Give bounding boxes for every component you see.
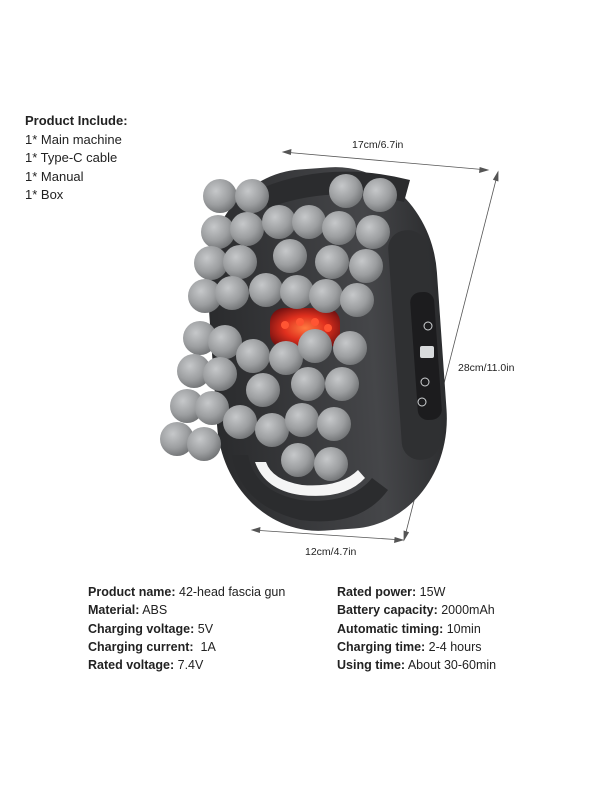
massage-ball <box>314 447 348 481</box>
massage-ball <box>203 179 237 213</box>
massage-ball <box>255 413 289 447</box>
massage-ball <box>322 211 356 245</box>
digital-display <box>420 346 434 358</box>
spec-row: Charging current: 1A <box>88 638 285 656</box>
massage-ball <box>273 239 307 273</box>
massage-ball <box>285 403 319 437</box>
spec-row: Product name: 42-head fascia gun <box>88 583 285 601</box>
massage-ball <box>187 427 221 461</box>
massage-ball <box>333 331 367 365</box>
massage-ball <box>356 215 390 249</box>
massage-ball <box>223 245 257 279</box>
spec-value: ABS <box>139 603 168 618</box>
massage-ball <box>349 249 383 283</box>
spec-value: 10min <box>443 621 481 636</box>
specs-right: Rated power: 15W Battery capacity: 2000m… <box>337 583 496 674</box>
spec-row: Charging voltage: 5V <box>88 620 285 638</box>
spec-value: 1A <box>193 639 216 654</box>
power-button-icon[interactable] <box>423 321 433 331</box>
spec-row: Rated voltage: 7.4V <box>88 656 285 674</box>
spec-value: 42-head fascia gun <box>175 585 286 599</box>
product-include-title: Product Include: <box>25 113 128 128</box>
spec-value: 15W <box>416 585 446 599</box>
massage-ball <box>309 279 343 313</box>
massage-ball <box>160 422 194 456</box>
spec-label: Charging current: <box>88 639 194 654</box>
massage-ball <box>223 405 257 439</box>
massage-ball <box>280 275 314 309</box>
massage-ball <box>236 339 270 373</box>
spec-value: 7.4V <box>174 658 204 673</box>
dimension-line-bottom <box>250 526 405 544</box>
massage-ball <box>195 391 229 425</box>
massage-ball <box>298 329 332 363</box>
massage-ball <box>292 205 326 239</box>
massage-ball <box>188 279 222 313</box>
product-include-list: Product Include: 1* Main machine 1* Type… <box>25 112 128 205</box>
include-item: 1* Box <box>25 187 64 202</box>
massage-ball <box>215 276 249 310</box>
massage-ball <box>194 246 228 280</box>
massage-ball <box>317 407 351 441</box>
massage-ball <box>246 373 280 407</box>
spec-label: Rated voltage: <box>88 658 175 673</box>
timer-button-icon[interactable] <box>417 397 427 407</box>
spec-value: 2-4 hours <box>425 639 482 654</box>
spec-label: Rated power: <box>337 585 417 599</box>
spec-label: Material: <box>88 603 140 618</box>
spec-value: 2000mAh <box>437 603 495 618</box>
massage-ball <box>315 245 349 279</box>
massage-ball <box>325 367 359 401</box>
massage-ball <box>203 357 237 391</box>
mode-button-icon[interactable] <box>420 377 430 387</box>
dimension-line-top <box>281 148 490 174</box>
spec-value: 5V <box>194 621 214 636</box>
massage-ball <box>235 179 269 213</box>
massage-heads <box>160 174 397 481</box>
include-item: 1* Type-C cable <box>25 150 118 165</box>
massage-ball <box>291 367 325 401</box>
height-label: 28cm/11.0in <box>458 362 515 374</box>
massage-ball <box>262 205 296 239</box>
spec-label: Product name: <box>88 585 176 599</box>
spec-row: Material: ABS <box>88 601 285 619</box>
spec-value: About 30-60min <box>405 658 497 673</box>
include-item: 1* Main machine <box>25 131 122 147</box>
spec-label: Charging voltage: <box>88 621 195 636</box>
spec-row: Rated power: 15W <box>337 583 496 601</box>
massage-ball <box>363 178 397 212</box>
width-top-label: 17cm/6.7in <box>352 139 404 151</box>
massage-ball <box>269 341 303 375</box>
massage-ball <box>249 273 283 307</box>
massage-ball <box>281 443 315 477</box>
spec-label: Battery capacity: <box>337 603 438 618</box>
spec-row: Battery capacity: 2000mAh <box>337 601 496 619</box>
bottom-handle <box>232 455 388 522</box>
spec-row: Charging time: 2-4 hours <box>337 638 496 656</box>
massage-ball <box>183 321 217 355</box>
massage-ball <box>201 215 235 249</box>
massage-ball <box>208 325 242 359</box>
massage-ball <box>230 212 264 246</box>
spec-row: Using time: About 30-60min <box>337 656 496 674</box>
massage-ball <box>170 389 204 423</box>
spec-label: Using time: <box>337 658 406 673</box>
massage-ball <box>177 354 211 388</box>
specs-left: Product name: 42-head fascia gun Materia… <box>88 583 285 674</box>
control-panel <box>410 291 442 421</box>
spec-row: Automatic timing: 10min <box>337 620 496 638</box>
include-item: 1* Manual <box>25 168 84 184</box>
width-bottom-label: 12cm/4.7in <box>305 546 357 558</box>
spec-label: Automatic timing: <box>337 621 444 636</box>
massage-ball <box>329 174 363 208</box>
massage-ball <box>340 283 374 317</box>
spec-label: Charging time: <box>337 639 426 654</box>
